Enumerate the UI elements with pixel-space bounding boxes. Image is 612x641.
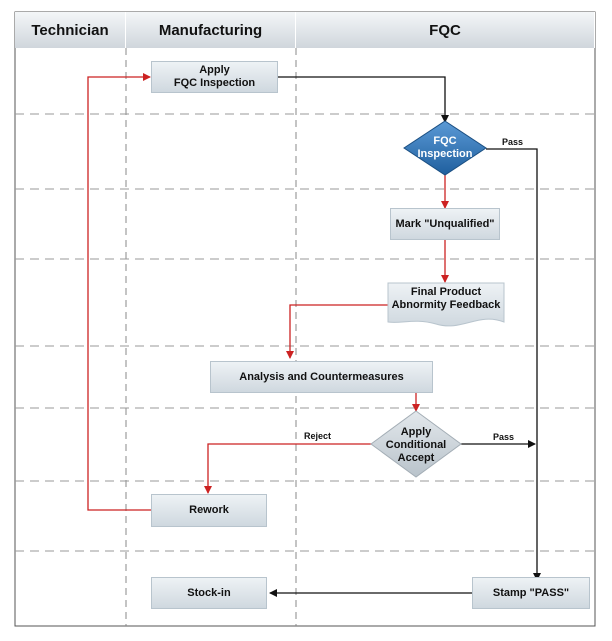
feedback-label[interactable]: Final Product Abnormity Feedback bbox=[391, 286, 501, 311]
edge-feedback-to-analysis bbox=[286, 304, 388, 359]
process-stamp-pass[interactable]: Stamp "PASS" bbox=[472, 577, 590, 609]
process-mark-unqualified[interactable]: Mark "Unqualified" bbox=[390, 208, 500, 240]
conditional-accept-label[interactable]: Apply Conditional Accept bbox=[385, 425, 447, 464]
decision-fqc-inspection bbox=[403, 120, 487, 176]
fqc-inspection-label[interactable]: FQC Inspection bbox=[417, 135, 473, 160]
edge-conditional-reject bbox=[204, 443, 372, 494]
process-stock-in[interactable]: Stock-in bbox=[151, 577, 267, 609]
edge-pass-to-stamp bbox=[486, 148, 541, 581]
edge-rework-loop bbox=[87, 73, 151, 511]
edge-label-reject: Reject bbox=[304, 431, 332, 441]
diagram-frame bbox=[14, 11, 596, 627]
edge-apply-to-inspection bbox=[278, 76, 449, 123]
lane-header-fqc: FQC bbox=[296, 12, 595, 48]
edge-label-pass-top: Pass bbox=[502, 137, 524, 147]
lane-header-manufacturing: Manufacturing bbox=[126, 12, 296, 48]
lane-header-technician: Technician bbox=[15, 12, 126, 48]
decision-conditional-accept bbox=[370, 410, 462, 478]
process-apply-fqc-inspection[interactable]: Apply FQC Inspection bbox=[151, 61, 278, 93]
phase-dividers bbox=[15, 113, 595, 552]
process-rework[interactable]: Rework bbox=[151, 494, 267, 527]
process-analysis-countermeasures[interactable]: Analysis and Countermeasures bbox=[210, 361, 433, 393]
document-final-product-feedback bbox=[387, 282, 505, 327]
edge-label-pass-mid: Pass bbox=[493, 432, 515, 442]
